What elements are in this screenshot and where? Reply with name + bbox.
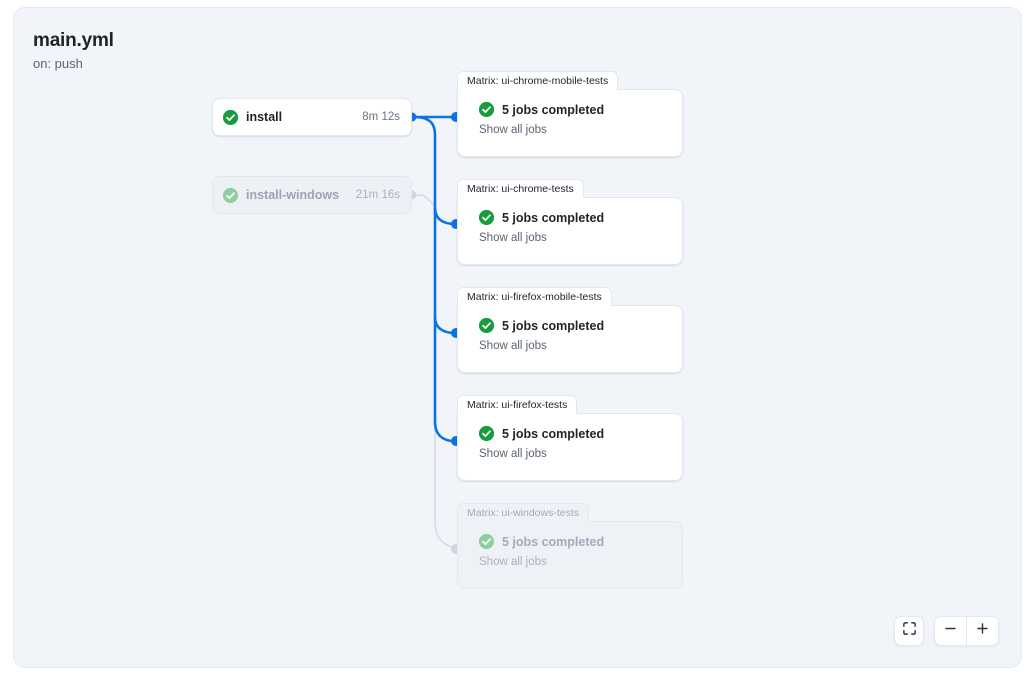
job-node-duration: 8m 12s xyxy=(362,111,400,123)
edge-trunk-install xyxy=(413,115,455,443)
show-all-jobs-link[interactable]: Show all jobs xyxy=(479,448,547,460)
edge-install-to-ui-chrome-tests xyxy=(433,207,456,226)
edge-install-windows-to-ui-windows-tests xyxy=(412,194,457,550)
matrix-group-status: 5 jobs completed xyxy=(479,318,682,333)
matrix-group-status: 5 jobs completed xyxy=(479,210,682,225)
matrix-group-ui-windows-tests[interactable]: Matrix: ui-windows-tests 5 jobs complete… xyxy=(457,503,683,589)
matrix-group-status-text: 5 jobs completed xyxy=(502,426,605,441)
show-all-jobs-link[interactable]: Show all jobs xyxy=(479,124,547,136)
graph-canvas[interactable]: main.yml on: push xyxy=(13,7,1022,668)
fit-view-button[interactable] xyxy=(894,616,924,646)
edge-install-to-ui-firefox-mobile-tests xyxy=(433,316,456,335)
zoom-in-button[interactable] xyxy=(967,617,998,645)
matrix-group-status-text: 5 jobs completed xyxy=(502,102,605,117)
matrix-group-tab-label: Matrix: ui-chrome-mobile-tests xyxy=(457,71,619,90)
success-check-icon xyxy=(223,109,238,125)
minus-icon xyxy=(943,621,958,641)
matrix-group-body[interactable]: 5 jobs completed Show all jobs xyxy=(457,413,683,481)
show-all-jobs-link[interactable]: Show all jobs xyxy=(479,556,547,568)
matrix-group-status: 5 jobs completed xyxy=(479,426,682,441)
job-node-install[interactable]: install 8m 12s xyxy=(212,98,412,136)
matrix-group-tab-label: Matrix: ui-windows-tests xyxy=(457,503,590,522)
matrix-group-ui-chrome-tests[interactable]: Matrix: ui-chrome-tests 5 jobs completed… xyxy=(457,179,683,265)
graph-controls xyxy=(894,616,999,646)
matrix-group-tab-label: Matrix: ui-firefox-mobile-tests xyxy=(457,287,612,306)
matrix-group-ui-chrome-mobile-tests[interactable]: Matrix: ui-chrome-mobile-tests 5 jobs co… xyxy=(457,71,683,157)
success-check-icon xyxy=(223,187,238,203)
job-node-install-windows[interactable]: install-windows 21m 16s xyxy=(212,176,412,214)
show-all-jobs-link[interactable]: Show all jobs xyxy=(479,340,547,352)
matrix-group-body[interactable]: 5 jobs completed Show all jobs xyxy=(457,197,683,265)
matrix-group-status-text: 5 jobs completed xyxy=(502,534,605,549)
zoom-controls-divider xyxy=(966,617,967,645)
success-check-icon xyxy=(479,426,494,441)
plus-icon xyxy=(975,621,990,641)
job-node-duration: 21m 16s xyxy=(355,189,400,201)
job-node-label: install xyxy=(246,110,283,124)
success-check-icon xyxy=(479,210,494,225)
matrix-group-status-text: 5 jobs completed xyxy=(502,318,605,333)
matrix-group-status-text: 5 jobs completed xyxy=(502,210,605,225)
matrix-group-body[interactable]: 5 jobs completed Show all jobs xyxy=(457,89,683,157)
fit-view-icon xyxy=(902,621,917,641)
workflow-title: main.yml xyxy=(33,30,114,51)
matrix-group-ui-firefox-mobile-tests[interactable]: Matrix: ui-firefox-mobile-tests 5 jobs c… xyxy=(457,287,683,373)
matrix-group-tab-label: Matrix: ui-chrome-tests xyxy=(457,179,584,198)
success-check-icon xyxy=(479,318,494,333)
matrix-group-ui-firefox-tests[interactable]: Matrix: ui-firefox-tests 5 jobs complete… xyxy=(457,395,683,481)
success-check-icon xyxy=(479,102,494,117)
show-all-jobs-link[interactable]: Show all jobs xyxy=(479,232,547,244)
workflow-header: main.yml on: push xyxy=(33,29,114,73)
zoom-out-button[interactable] xyxy=(935,617,966,645)
matrix-group-status: 5 jobs completed xyxy=(479,534,682,549)
job-node-label: install-windows xyxy=(246,188,340,202)
matrix-group-tab-label: Matrix: ui-firefox-tests xyxy=(457,395,578,414)
matrix-group-body[interactable]: 5 jobs completed Show all jobs xyxy=(457,305,683,373)
matrix-group-status: 5 jobs completed xyxy=(479,102,682,117)
workflow-trigger: on: push xyxy=(33,56,83,71)
zoom-controls xyxy=(934,616,999,646)
matrix-group-body[interactable]: 5 jobs completed Show all jobs xyxy=(457,521,683,589)
success-check-icon xyxy=(479,534,494,549)
